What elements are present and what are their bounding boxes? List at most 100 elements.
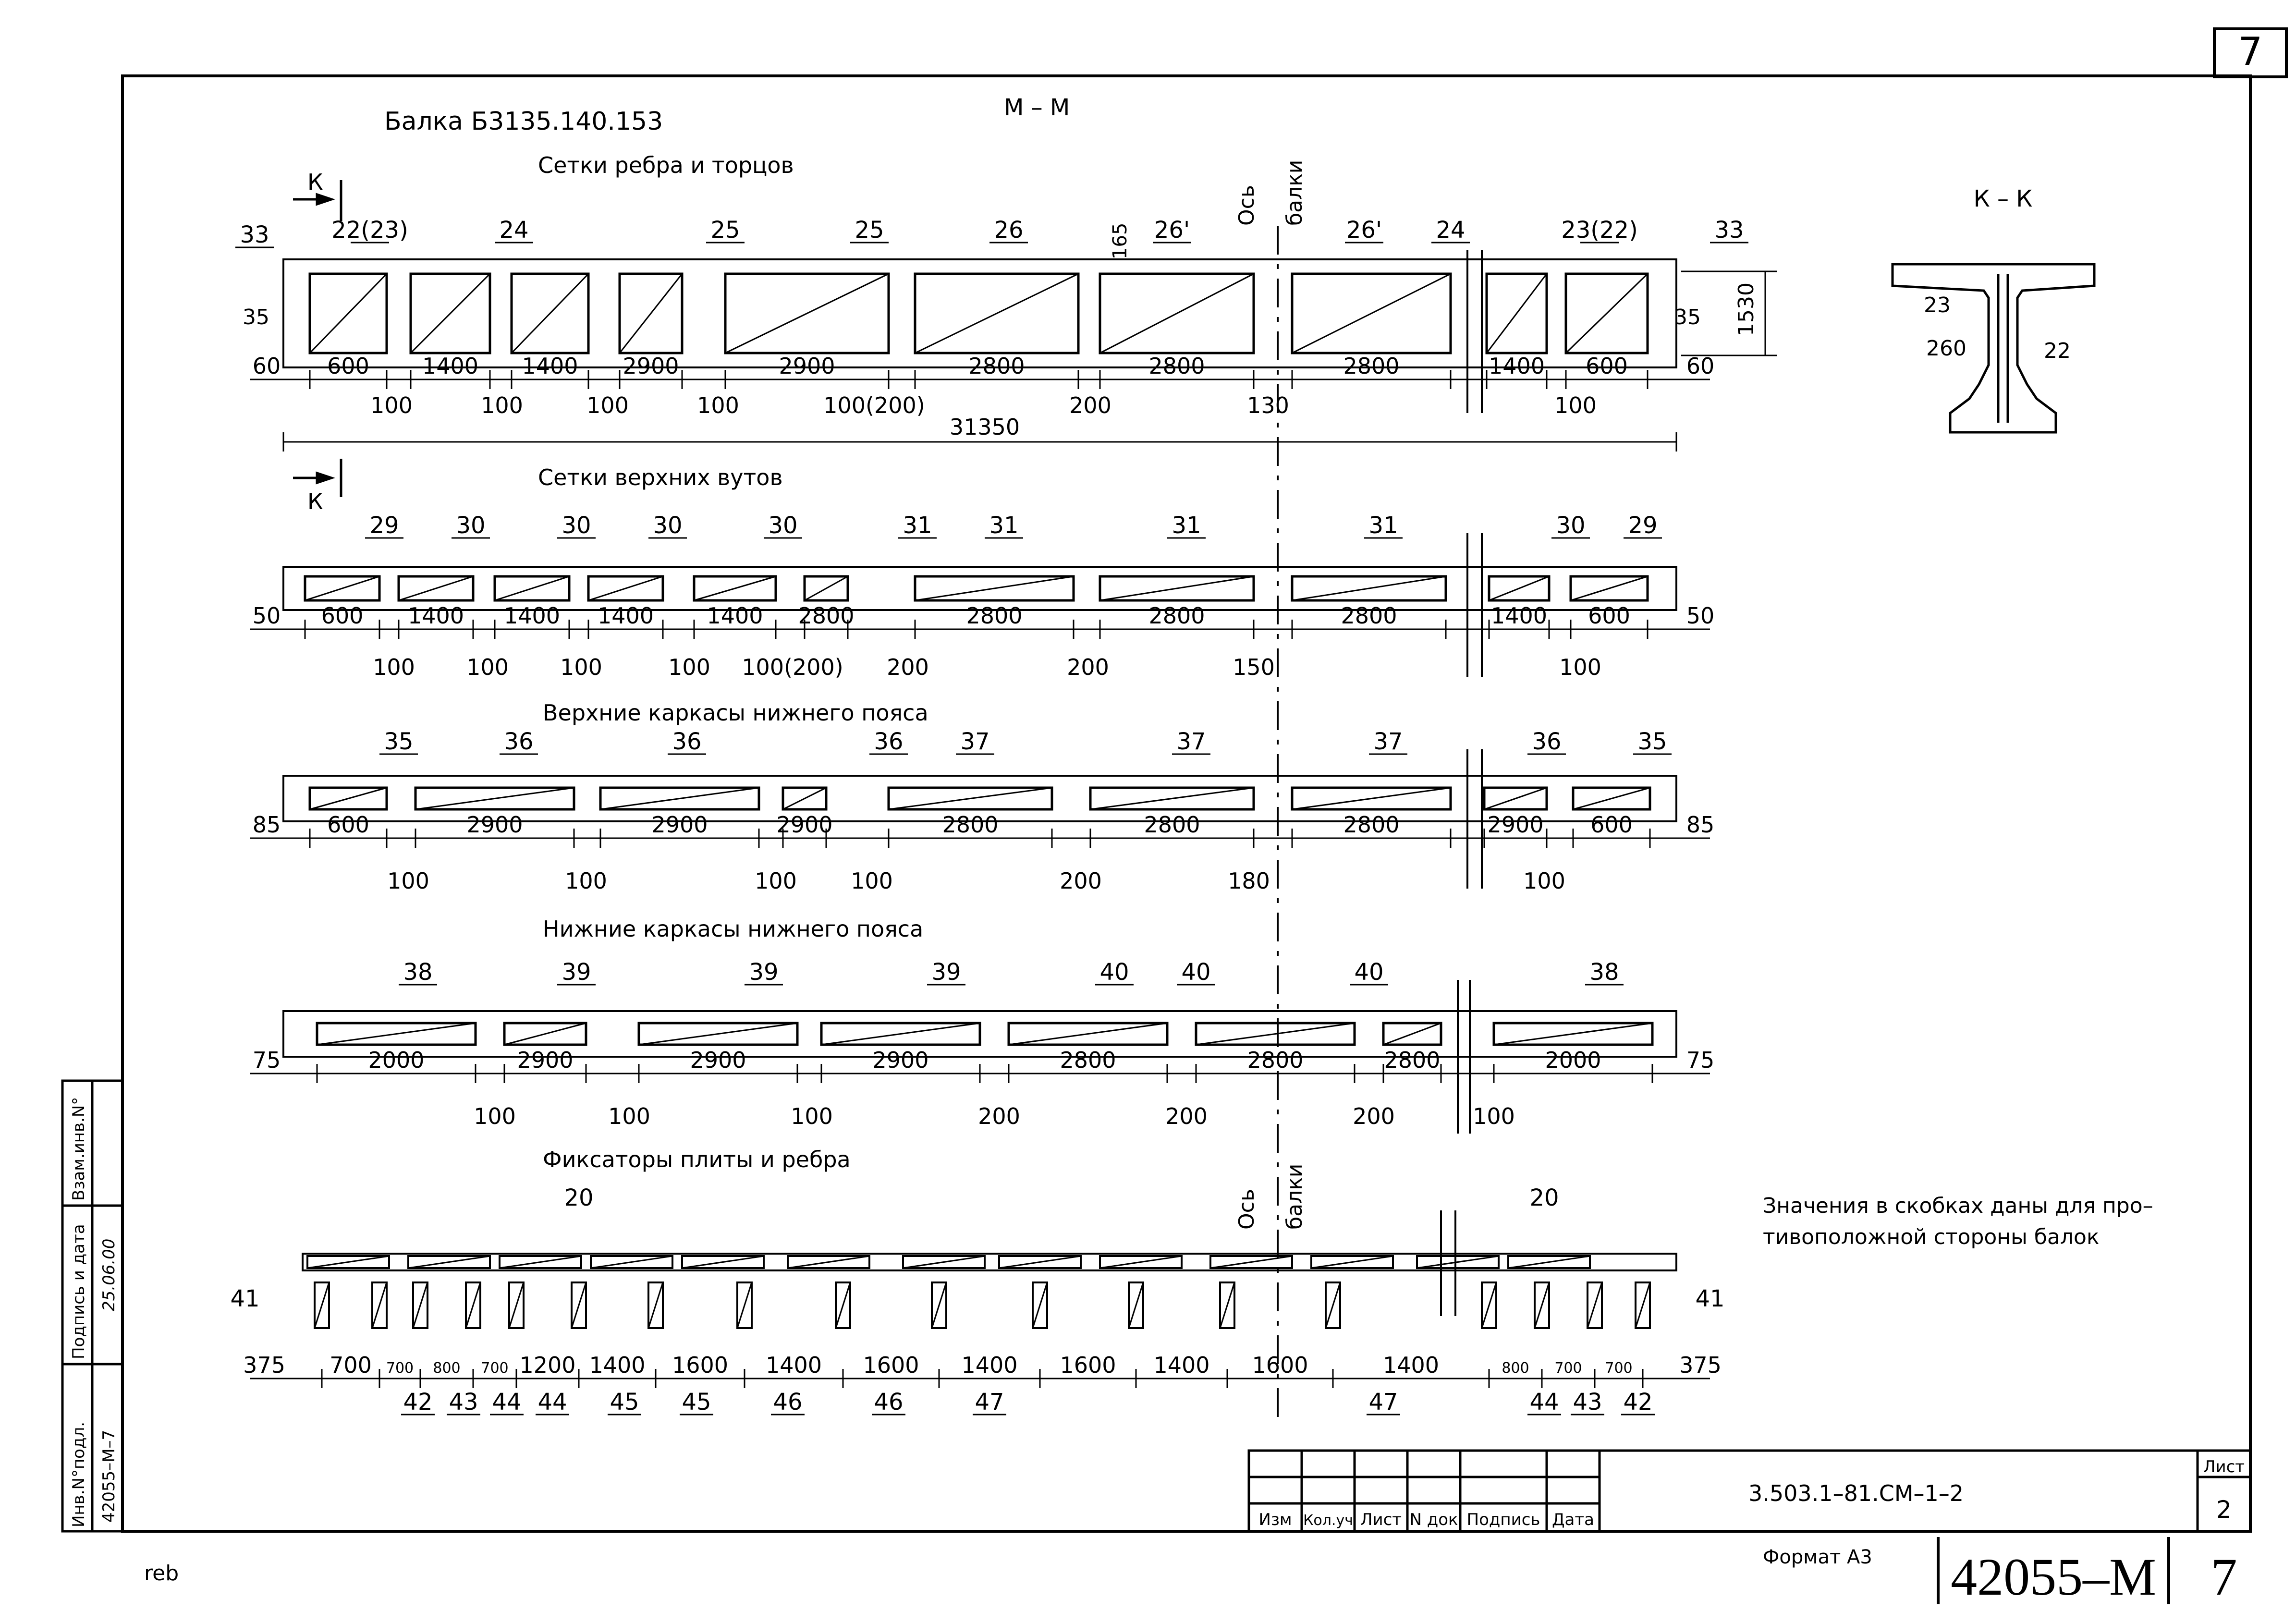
mesh-diagonal — [1486, 273, 1548, 354]
fixator-post — [1128, 1281, 1144, 1329]
fixator-diagonal — [787, 1255, 870, 1269]
panel-length: 2800 — [1341, 603, 1397, 629]
fixator-spacing: 1600 — [672, 1352, 728, 1378]
section-kk-drawing — [1891, 263, 2096, 434]
position-mark: 30 — [456, 512, 485, 539]
mesh-panel — [1099, 272, 1255, 354]
mesh-diagonal — [619, 273, 683, 354]
svg-text:Изм: Изм — [1258, 1510, 1292, 1529]
fixator-post-diagonal — [1219, 1282, 1235, 1329]
mesh-panel — [304, 575, 381, 602]
fixator-post-diagonal — [314, 1282, 330, 1329]
position-mark: 39 — [931, 959, 961, 986]
gap-dimension: 100 — [668, 654, 710, 680]
fixator-post-diagonal — [736, 1282, 753, 1329]
fixator-spacing: 700 — [481, 1360, 508, 1377]
mesh-panel — [782, 786, 828, 811]
bottom-mark: 42 — [403, 1389, 432, 1416]
title-block-code: 3.503.1–81.СМ–1–2 — [1748, 1480, 1964, 1506]
mesh-diagonal — [1565, 273, 1649, 354]
svg-text:Лист: Лист — [1360, 1510, 1402, 1529]
svg-text:N док: N док — [1409, 1510, 1458, 1529]
mesh-diagonal — [1570, 575, 1648, 601]
mesh-panel — [1564, 272, 1649, 354]
mesh-diagonal — [915, 575, 1074, 601]
mesh-panel — [693, 575, 777, 602]
gap-dimension: 200 — [978, 1103, 1020, 1129]
fixator-spacing: 700 — [1605, 1360, 1632, 1377]
gap-dimension: 100 — [373, 654, 415, 680]
fixator-diagonal — [682, 1255, 764, 1269]
mesh-diagonal — [309, 787, 387, 810]
position-mark: 36 — [504, 728, 533, 755]
fixator-strip — [1310, 1255, 1394, 1269]
mesh-diagonal — [1489, 575, 1550, 601]
mesh-panel — [1572, 786, 1651, 811]
mesh-panel — [1291, 575, 1447, 602]
position-mark: 22(23) — [331, 217, 408, 244]
panel-length: 1400 — [522, 353, 578, 379]
mesh-panel — [1492, 1022, 1654, 1046]
fixator-post — [412, 1281, 428, 1329]
section-kk-dim-260: 260 — [1926, 336, 1966, 361]
panel-length: 2900 — [690, 1047, 746, 1073]
position-mark: 29 — [1628, 512, 1657, 539]
fixator-diagonal — [408, 1255, 490, 1269]
edge-right: 50 — [1686, 603, 1715, 629]
fixator-strip — [902, 1255, 986, 1269]
position-mark: 36 — [1532, 728, 1561, 755]
svg-text:Подпись: Подпись — [1467, 1510, 1540, 1529]
side-stamp — [61, 1079, 124, 1533]
fixator-diagonal — [499, 1255, 582, 1269]
gap-dimension: 200 — [1353, 1103, 1395, 1129]
section-mm-label: М – М — [1004, 94, 1070, 121]
mesh-panel — [493, 575, 571, 602]
panel-length: 1400 — [707, 603, 763, 629]
fixator-strip — [499, 1255, 582, 1269]
section-mark-k-top-label: К — [307, 169, 323, 195]
panel-length: 600 — [1590, 812, 1633, 838]
fixator-strip — [1209, 1255, 1293, 1269]
fixator-post-diagonal — [1635, 1282, 1651, 1329]
mesh-diagonal — [504, 1022, 586, 1046]
slab-strip — [302, 1253, 1677, 1271]
note-line-1: Значения в скобках даны для про– — [1763, 1194, 2153, 1218]
position-mark: 39 — [749, 959, 778, 986]
fixator-post — [1635, 1281, 1651, 1329]
panel-length: 1400 — [1491, 603, 1547, 629]
panel-length: 600 — [1588, 603, 1630, 629]
position-mark: 40 — [1181, 959, 1210, 986]
gap-dimension: 100 — [1559, 654, 1601, 680]
position-mark: 37 — [960, 728, 989, 755]
row-title-rib-meshes: Сетки ребра и торцов — [538, 152, 794, 178]
gap-dimension: 100 — [851, 868, 893, 894]
mesh-panel — [1099, 575, 1255, 602]
gap-dimension: 100 — [370, 392, 413, 418]
panel-length: 2900 — [651, 812, 708, 838]
gap-dimension: 100 — [387, 868, 429, 894]
fixator-spacing: 700 — [330, 1352, 372, 1378]
edge-left: 50 — [253, 603, 281, 629]
fixator-diagonal — [1311, 1255, 1393, 1269]
fixator-diagonal — [1417, 1255, 1499, 1269]
mesh-panel — [503, 1022, 587, 1046]
position-mark: 26 — [994, 217, 1023, 244]
mesh-panel — [1488, 575, 1551, 602]
svg-text:балки: балки — [1282, 1164, 1307, 1230]
mesh-diagonal — [804, 575, 848, 601]
fixator-spacing: 1600 — [863, 1352, 919, 1378]
mesh-panel — [724, 272, 890, 354]
fixator-post — [571, 1281, 587, 1329]
side-stamp-date: 25.06.00 — [99, 1239, 119, 1311]
position-mark: 35 — [1637, 728, 1667, 755]
fixator-post — [1325, 1281, 1341, 1329]
gap-dimension: 100 — [1523, 868, 1565, 894]
mesh-panel — [1291, 786, 1452, 811]
panel-length: 1400 — [1489, 353, 1545, 379]
mesh-diagonal — [600, 787, 759, 810]
bottom-mark: 46 — [874, 1389, 903, 1416]
panel-length: 2800 — [1144, 812, 1200, 838]
